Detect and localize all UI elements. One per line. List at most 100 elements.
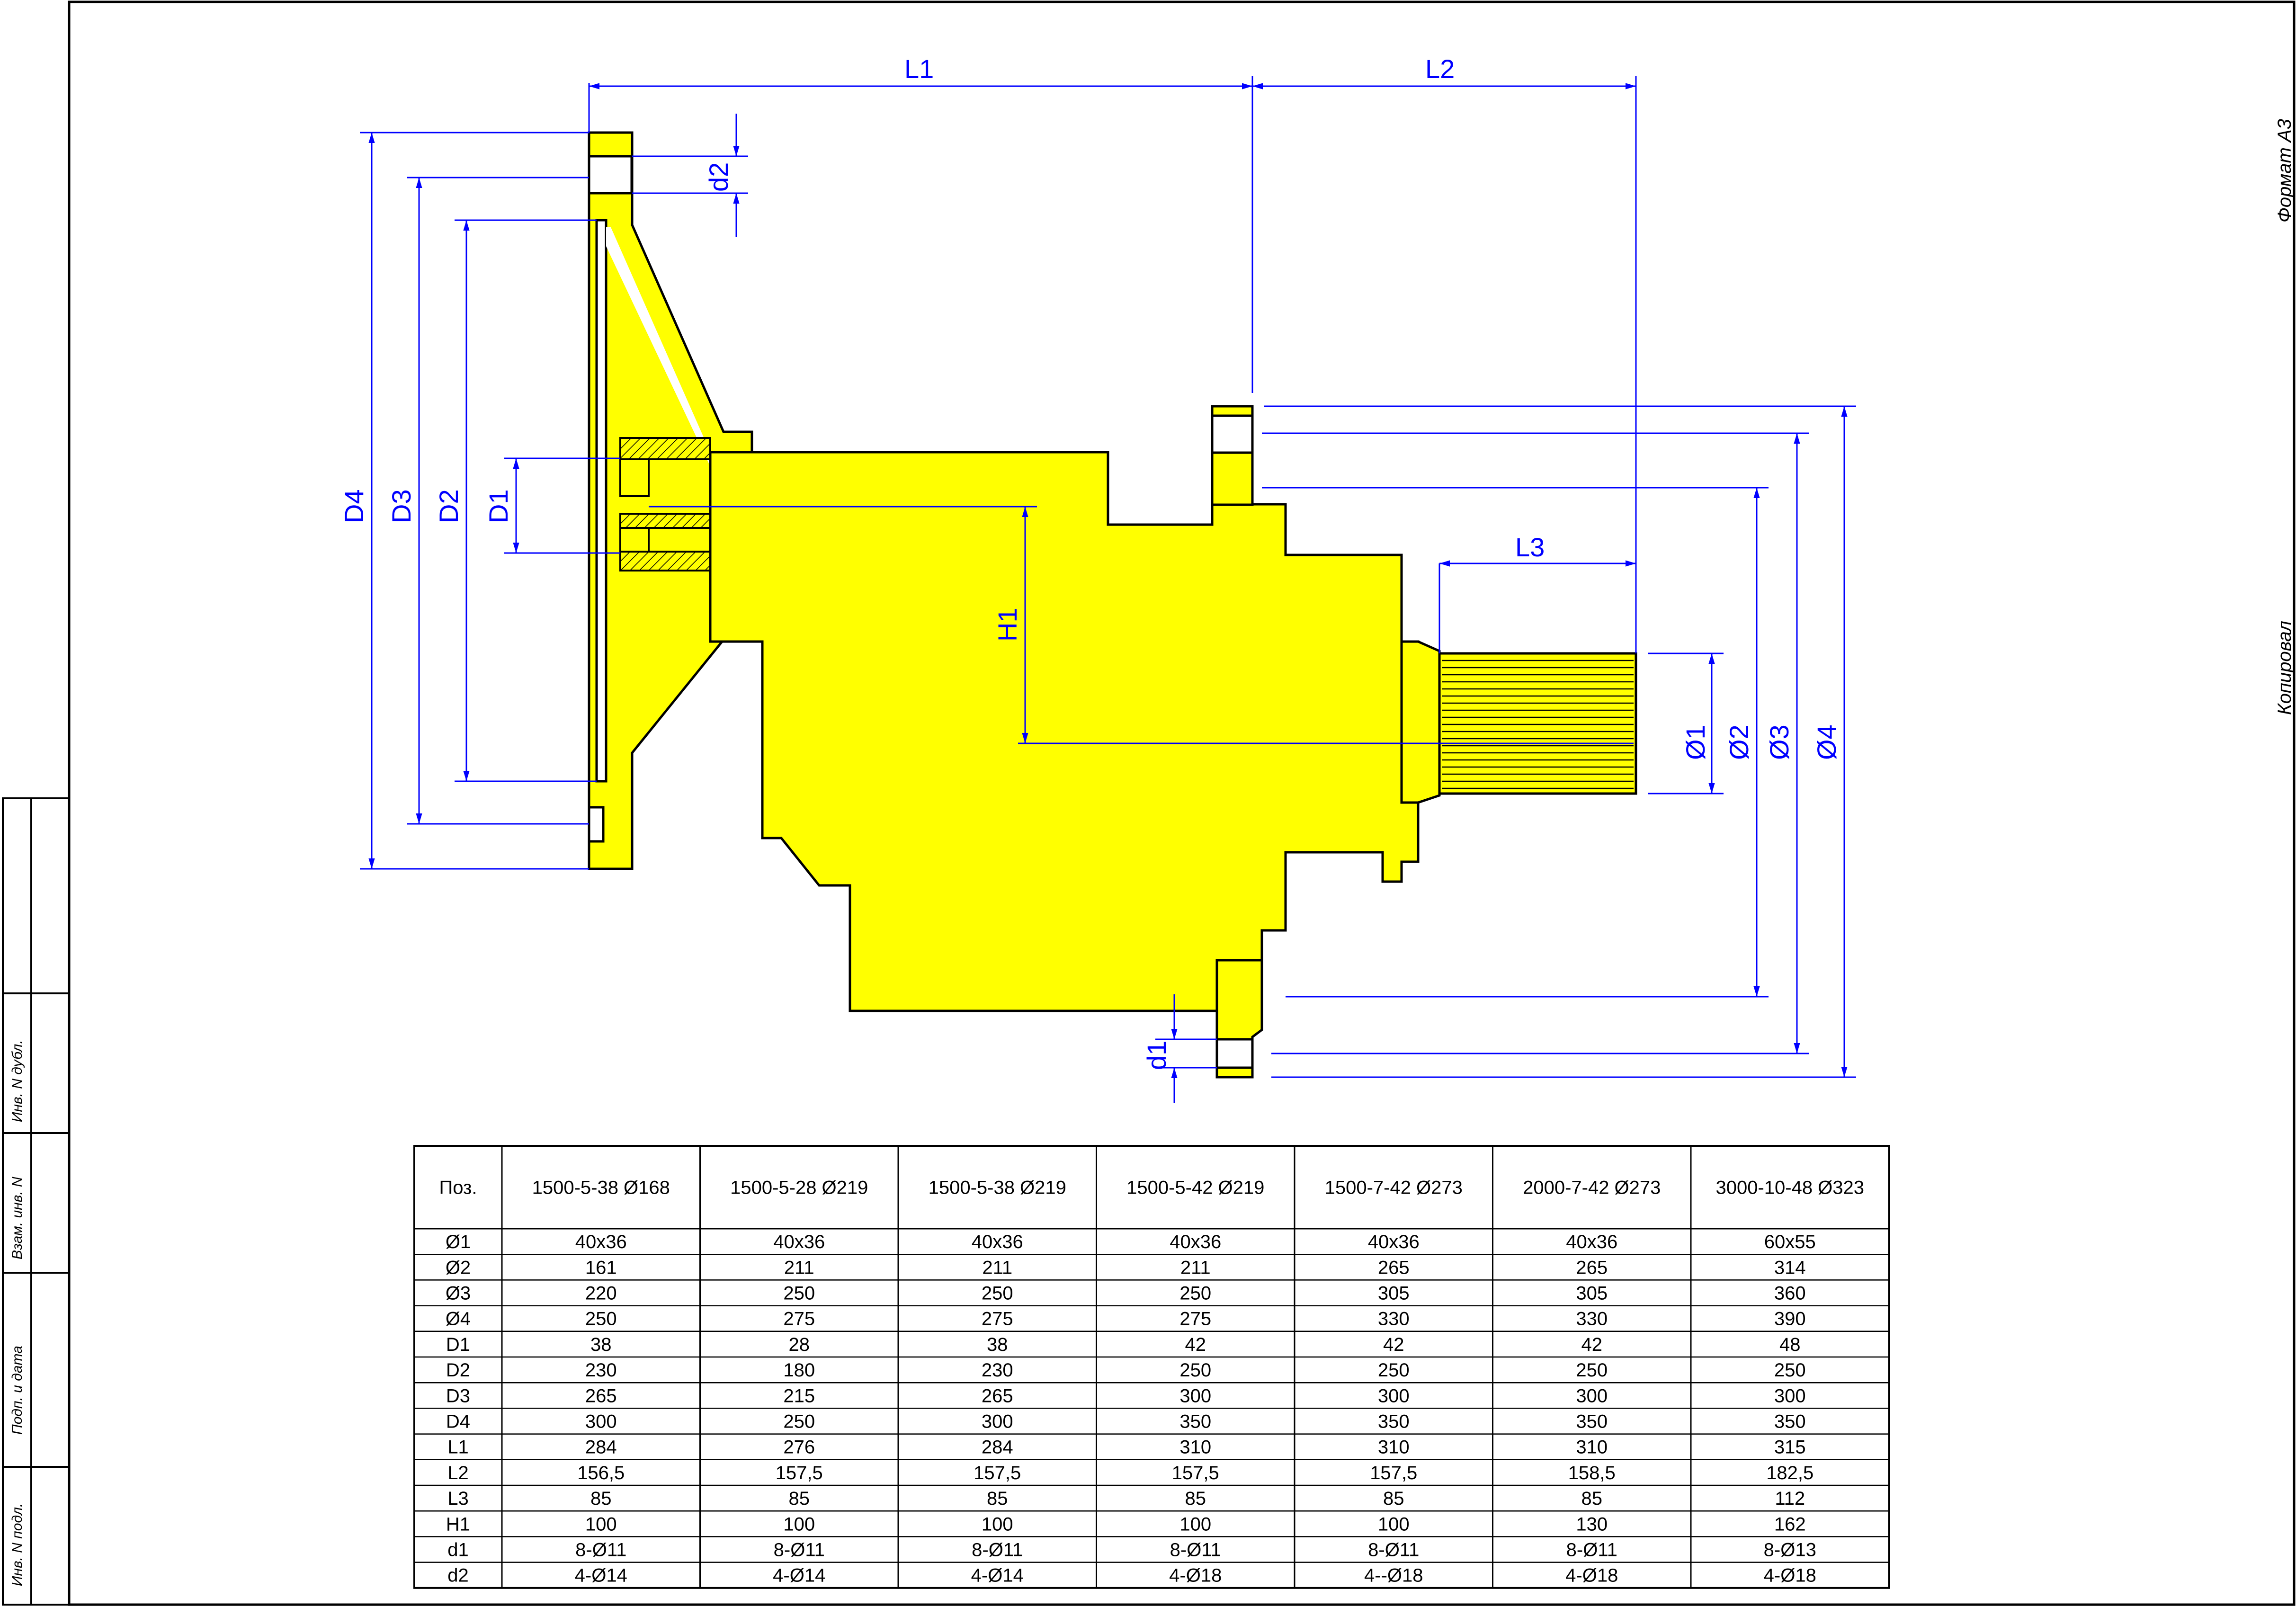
copied-by-label: Копировал [2274,621,2295,715]
table-cell: 284 [585,1437,617,1458]
table-cell: 211 [1180,1257,1211,1278]
table-header-variant: 1500-7-42 Ø273 [1325,1178,1463,1198]
table-cell: 211 [982,1257,1012,1278]
table-cell: 250 [1774,1360,1806,1381]
table-cell: 100 [1179,1514,1211,1535]
table-cell: 85 [1581,1488,1603,1509]
table-cell: 8-Ø13 [1764,1540,1816,1561]
table-cell: 215 [783,1385,815,1406]
table-cell: 182,5 [1766,1463,1814,1483]
table-cell: 230 [982,1360,1013,1381]
table-cell: 157,5 [776,1463,823,1483]
output-shaft-shoulder [1400,640,1441,804]
table-cell: 38 [590,1334,612,1355]
table-cell: 314 [1774,1257,1806,1278]
table-cell: 162 [1774,1514,1806,1535]
table-header-pos: Поз. [439,1178,477,1198]
table-cell: 8-Ø11 [972,1540,1023,1561]
table-cell: 250 [1179,1360,1211,1381]
table-cell: 250 [585,1309,617,1330]
table-cell: 100 [982,1514,1013,1535]
table-cell: 265 [1378,1257,1410,1278]
table-cell: 350 [1576,1411,1608,1432]
table-cell: 315 [1774,1437,1806,1458]
table-cell: 8-Ø11 [1566,1540,1617,1561]
table-cell: 42 [1185,1334,1206,1355]
dim-label-O2: Ø2 [1724,724,1754,760]
table-cell: 85 [987,1488,1008,1509]
table-header-variant: 1500-5-42 Ø219 [1126,1178,1264,1198]
table-cell: 220 [585,1283,617,1304]
table-cell: 85 [590,1488,612,1509]
dim-label-D3: D3 [386,489,416,523]
table-row-param: Ø4 [446,1309,471,1330]
table-cell: 4--Ø18 [1364,1565,1423,1586]
table-cell: 300 [982,1411,1013,1432]
table-header-variant: 1500-5-28 Ø219 [730,1178,868,1198]
table-cell: 310 [1378,1437,1410,1458]
table-cell: 42 [1581,1334,1603,1355]
table-cell: 250 [783,1283,815,1304]
table-cell: 38 [987,1334,1008,1355]
table-cell: 250 [1576,1360,1608,1381]
table-row-param: d1 [447,1540,469,1561]
table-cell: 4-Ø14 [773,1565,825,1586]
table-cell: 275 [1179,1309,1211,1330]
table-cell: 161 [585,1257,617,1278]
table-row-param: Ø1 [446,1232,471,1252]
table-cell: 157,5 [1172,1463,1219,1483]
table-row-param: L3 [447,1488,469,1509]
table-cell: 100 [1378,1514,1410,1535]
table-cell: 265 [1576,1257,1608,1278]
table-cell: 250 [982,1283,1013,1304]
table-cell: 4-Ø18 [1764,1565,1816,1586]
table-row-param: L2 [447,1463,469,1483]
dimension-lines [360,76,1856,1103]
table-cell: 42 [1383,1334,1404,1355]
table-cell: 4-Ø18 [1169,1565,1222,1586]
table-row-param: d2 [447,1565,469,1586]
table-cell: 28 [789,1334,810,1355]
table-row-param: H1 [446,1514,470,1535]
table-header-variant: 1500-5-38 Ø168 [532,1178,670,1198]
bolt-hole-bottom [588,806,605,843]
table-row-param: D3 [446,1385,470,1406]
dim-label-O3: Ø3 [1764,724,1794,760]
table-cell: 305 [1576,1283,1608,1304]
shaft-splines [1442,660,1634,789]
table-cell: 265 [585,1385,617,1406]
table-cell: 85 [789,1488,810,1509]
table-cell: 8-Ø11 [1170,1540,1221,1561]
bottom-boss-hole [1215,1038,1254,1069]
table-cell: 48 [1779,1334,1801,1355]
format-label: Формат А3 [2274,119,2295,223]
table-cell: 100 [585,1514,617,1535]
output-shaft [1438,652,1637,795]
table-cell: 300 [1378,1385,1410,1406]
table-cell: 265 [982,1385,1013,1406]
table-cell: 85 [1185,1488,1206,1509]
table-cell: 130 [1576,1514,1608,1535]
table-cell: 8-Ø11 [575,1540,626,1561]
table-row-param: D1 [446,1334,470,1355]
table-cell: 40x36 [1170,1232,1221,1252]
table-cell: 158,5 [1568,1463,1616,1483]
dim-label-D2: D2 [434,489,464,523]
table-cell: 275 [783,1309,815,1330]
table-cell: 40x36 [575,1232,627,1252]
table-cell: 4-Ø14 [575,1565,627,1586]
top-boss-hole [1211,414,1254,454]
table-cell: 8-Ø11 [774,1540,825,1561]
table-cell: 211 [784,1257,814,1278]
dim-label-L3: L3 [1515,532,1545,562]
dimension-labels: L1 L2 L3 D4 D3 D2 D1 d2 H1 Ø1 Ø2 Ø3 Ø4 d… [339,54,1841,1070]
table-cell: 350 [1774,1411,1806,1432]
table-cell: 305 [1378,1283,1410,1304]
table-cell: 275 [982,1309,1013,1330]
table-cell: 250 [1378,1360,1410,1381]
table-cell: 230 [585,1360,617,1381]
dim-label-d2: d2 [704,162,733,192]
table-cell: 300 [1576,1385,1608,1406]
